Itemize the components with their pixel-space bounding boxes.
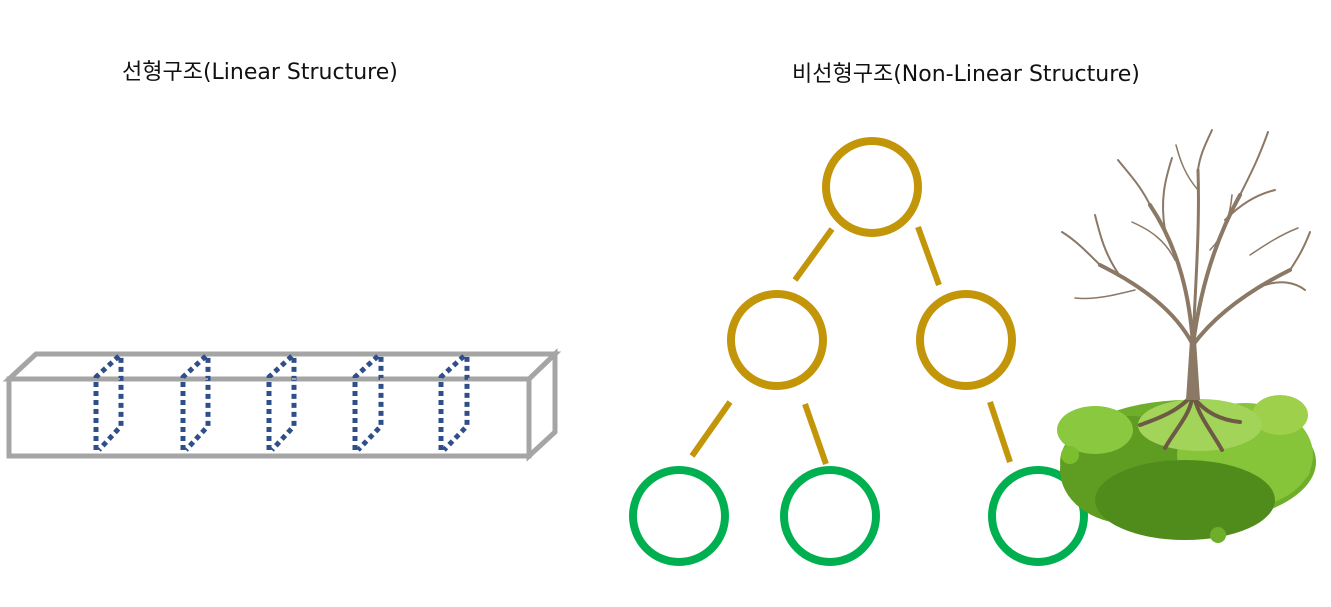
- tree-node-right: [916, 290, 1016, 390]
- tree-trunk: [1186, 340, 1200, 400]
- tree-node-right-right: [988, 466, 1088, 566]
- edge-right-rightright: [987, 401, 1013, 463]
- linear-divider-2: [180, 353, 211, 452]
- nonlinear-structure-title: 비선형구조(Non-Linear Structure): [792, 62, 1140, 87]
- moss-base: [1057, 395, 1316, 543]
- edge-left-leftright: [802, 403, 829, 465]
- edge-root-right: [915, 225, 942, 287]
- linear-divider-5: [438, 353, 470, 452]
- tree-branches: [1061, 129, 1311, 347]
- tree-node-left-right: [780, 466, 880, 566]
- linear-box-top: [2, 351, 562, 382]
- tree-node-left-left: [629, 466, 729, 566]
- tree-node-root: [822, 137, 922, 237]
- edge-left-leftleft: [689, 400, 733, 458]
- tree-edges: [689, 225, 1013, 465]
- tree-illustration: [1057, 129, 1316, 543]
- edge-root-left: [792, 227, 835, 282]
- linear-box: [2, 348, 562, 462]
- linear-divider-4: [352, 353, 384, 452]
- tree-node-left: [727, 290, 827, 390]
- linear-box-side: [526, 348, 558, 462]
- linear-divider-1: [93, 353, 124, 452]
- linear-divider-3: [266, 353, 297, 452]
- linear-structure-title: 선형구조(Linear Structure): [122, 60, 398, 85]
- linear-dividers: [93, 353, 470, 452]
- tree-nodes: [629, 137, 1088, 566]
